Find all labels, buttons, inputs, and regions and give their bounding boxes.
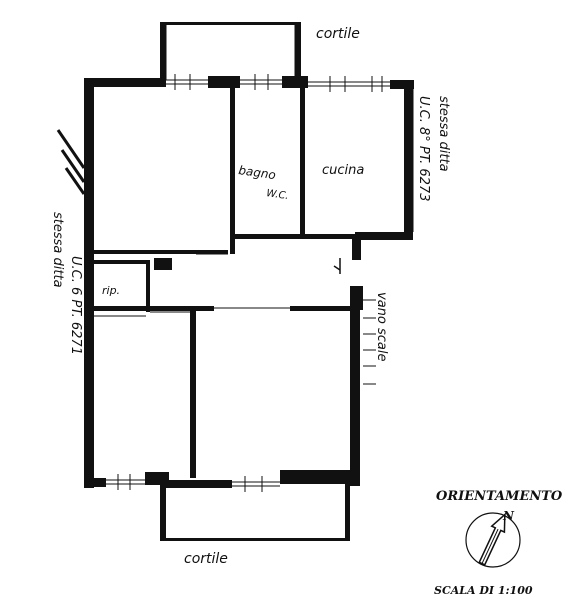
scale-label: SCALA DI 1:100 [434, 584, 533, 597]
stair-ticks [363, 299, 376, 385]
entrance-mark [333, 258, 341, 274]
outer-walls [84, 22, 414, 541]
bottom-courtyard-label: cortile [184, 551, 228, 567]
compass-icon [465, 512, 521, 568]
right-neighbor-line2: U.C. 8° PT. 6273 [416, 96, 431, 201]
top-courtyard-label: cortile [316, 26, 360, 42]
north-label: N [502, 509, 515, 523]
left-hatch [56, 129, 86, 195]
stairwell-label: vano scale [374, 292, 389, 361]
left-neighbor-line1: stessa ditta [50, 212, 65, 288]
bathroom-label: bagno [238, 163, 277, 182]
left-neighbor-line2: U.C. 6 PT. 6271 [68, 256, 83, 355]
windows [94, 25, 414, 492]
orientation-label: ORIENTAMENTO [436, 489, 563, 504]
right-neighbor-line1: stessa ditta [436, 96, 451, 172]
wc-label: W.C. [266, 188, 290, 202]
internal-walls [94, 86, 355, 478]
kitchen-label: cucina [322, 163, 364, 178]
storage-label: rip. [102, 284, 120, 297]
